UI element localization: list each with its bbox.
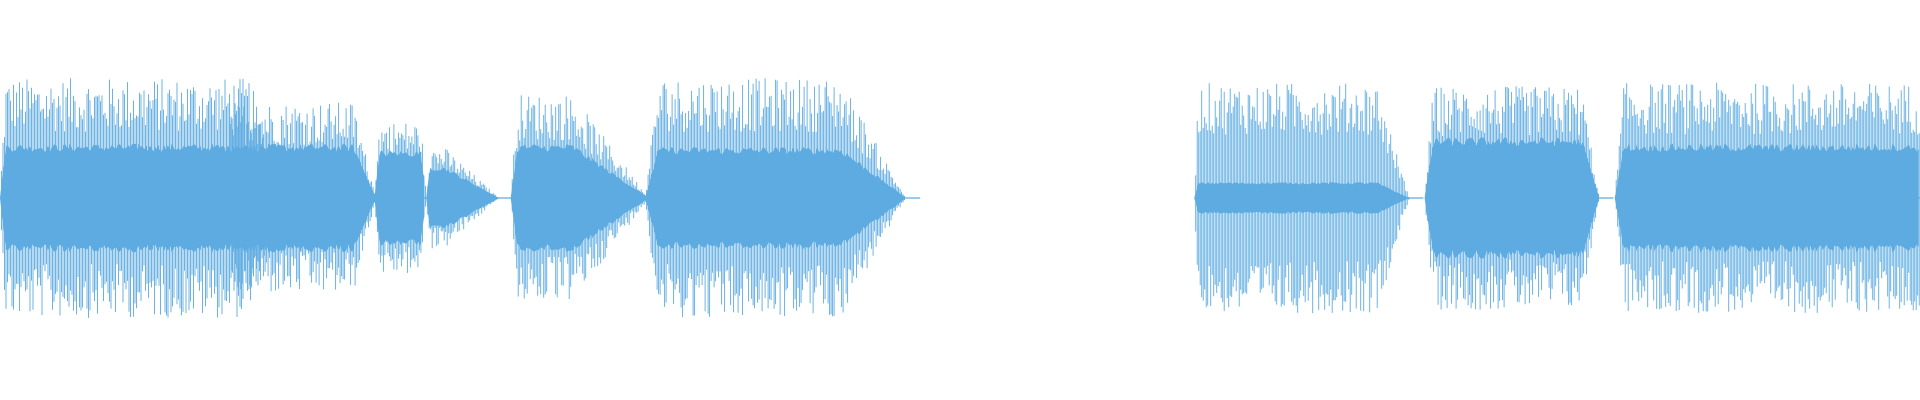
wave-core <box>426 167 499 229</box>
wave-core <box>134 167 221 229</box>
wave-core <box>1424 137 1599 259</box>
wave-core <box>1614 143 1919 253</box>
wave-core <box>374 150 425 246</box>
wave-core <box>645 147 906 249</box>
waveform-body <box>0 137 1920 259</box>
wave-core <box>224 143 375 253</box>
wave-core <box>1194 182 1409 214</box>
wave-core <box>510 144 649 252</box>
